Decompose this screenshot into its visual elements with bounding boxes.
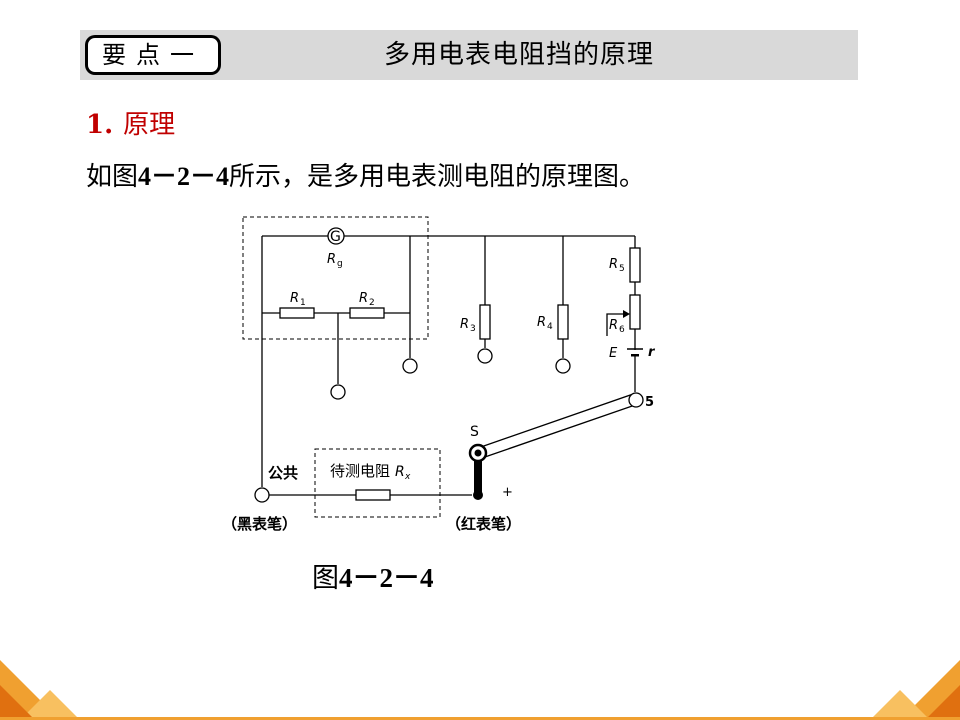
resistor-r4 (557, 304, 569, 340)
red-probe-terminal (473, 490, 483, 500)
terminal-r3 (477, 348, 493, 364)
rx-sub: x (404, 472, 411, 482)
resistor-r2 (349, 307, 385, 319)
decoration-bottom-right (870, 660, 960, 720)
caption-number: 4－2－4 (339, 563, 434, 593)
resistor-r3 (479, 304, 491, 340)
r6-label: R (609, 318, 618, 333)
rg-label: R (327, 252, 336, 267)
galvanometer-icon (327, 227, 345, 245)
r5-label: R (609, 257, 618, 272)
intro-text: 如图4－2－4所示，是多用电表测电阻的原理图。 (86, 160, 645, 194)
terminal-5-label: 5 (645, 395, 654, 410)
terminal-r4 (555, 358, 571, 374)
terminal-r1r2 (330, 384, 346, 400)
decoration-bottom-left (0, 660, 80, 720)
terminal-5 (628, 392, 644, 408)
figure-caption: 图4－2－4 (312, 556, 434, 595)
r3-sub: 3 (470, 324, 476, 334)
rg-sub: g (337, 259, 343, 269)
r4-label: R (537, 315, 546, 330)
red-probe-label: （红表笔） (446, 515, 521, 533)
r1-sub: 1 (300, 298, 306, 308)
terminal-rg (402, 358, 418, 374)
resistor-r5 (629, 247, 641, 283)
r3-label: R (460, 317, 469, 332)
r6-sub: 6 (619, 325, 625, 335)
plus-sign: + (502, 485, 513, 500)
black-probe-label: （黑表笔） (222, 515, 297, 533)
switch-label: S (470, 424, 479, 440)
r4-sub: 4 (547, 322, 553, 332)
resistor-rx (355, 489, 391, 501)
page-title: 多用电表电阻挡的原理 (384, 40, 655, 70)
r2-label: R (359, 291, 368, 306)
galvanometer-label: G (330, 229, 341, 245)
internal-r-label: r (648, 345, 656, 360)
emf-label: E (609, 346, 618, 361)
intro-figure-ref: 4－2－4 (138, 162, 230, 191)
section-title: 原理 (123, 110, 176, 140)
unknown-resistor-label: 待测电阻 (330, 462, 390, 480)
section-separator: . (104, 110, 114, 140)
switch-bar (474, 455, 482, 495)
rheostat-r6 (629, 294, 641, 330)
section-number: 1 (86, 110, 105, 140)
common-label: 公共 (268, 464, 298, 482)
intro-after: 所示，是多用电表测电阻的原理图。 (229, 162, 646, 192)
r2-sub: 2 (369, 298, 375, 308)
bottom-line (0, 717, 960, 720)
intro-before: 如图 (86, 162, 139, 192)
key-point-badge: 要点一 (86, 36, 220, 74)
caption-prefix: 图 (312, 563, 339, 594)
section-heading: 1. 原理 (86, 104, 175, 141)
black-probe-terminal (254, 487, 270, 503)
r1-label: R (290, 291, 299, 306)
header-bar: 要点一 多用电表电阻挡的原理 (80, 30, 858, 80)
r5-sub: 5 (619, 264, 625, 274)
rx-label: R (395, 464, 405, 480)
resistor-r1 (279, 307, 315, 319)
